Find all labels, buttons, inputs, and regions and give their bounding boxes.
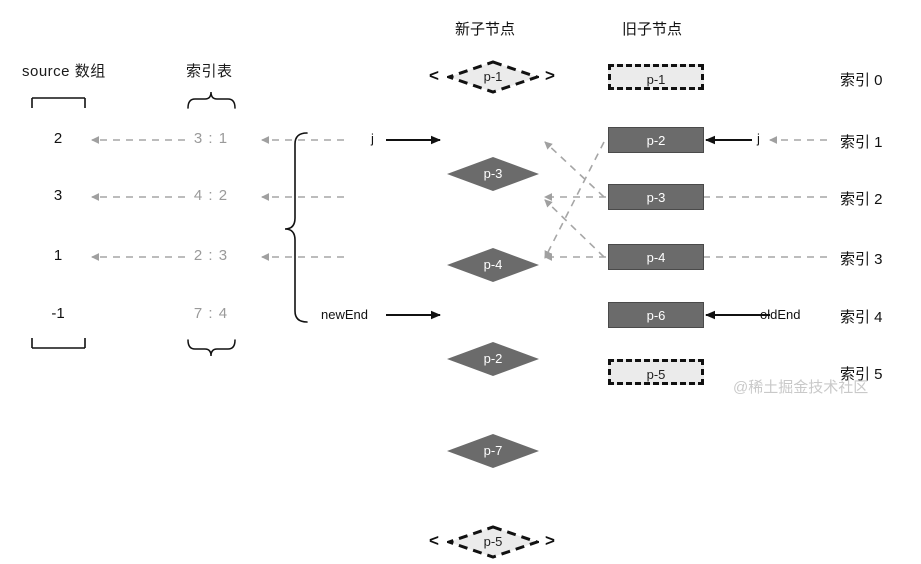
pointer-old-end: oldEnd [760, 307, 801, 322]
new-node-label: p-5 [483, 534, 503, 549]
new-node-label: p-4 [483, 257, 503, 272]
chevron-right-icon: > [545, 66, 555, 85]
pointer-new-end: newEnd [321, 307, 368, 322]
new-node-label: p-3 [483, 166, 503, 181]
diagram-canvas: source 数组 索引表 新子节点 旧子节点 2 3 1 -1 3 : 1 4… [22, 21, 883, 559]
new-node-label: p-7 [483, 443, 503, 458]
chevron-left-icon: < [429, 66, 439, 85]
new-node-label: p-1 [483, 69, 503, 84]
old-node-4[interactable]: p-6 [608, 302, 704, 328]
index-map-3: 7 : 4 [193, 305, 229, 322]
watermark: @稀土掘金技术社区 [733, 379, 869, 396]
index-label-1: 索引 1 [840, 134, 883, 151]
old-node-3[interactable]: p-4 [608, 244, 704, 270]
pointer-j-old: j [757, 131, 760, 146]
new-node-2[interactable]: p-4 [447, 248, 539, 282]
diamond-ghost-shape [444, 60, 542, 94]
new-node-0[interactable]: p-1 < > [429, 60, 555, 94]
source-value-2: 1 [53, 247, 63, 264]
index-label-5: 索引 5 [840, 366, 883, 383]
chevron-right-icon: > [545, 531, 555, 550]
index-label-2: 索引 2 [840, 191, 883, 208]
new-node-5[interactable]: p-5 < > [429, 525, 555, 559]
source-value-3: -1 [51, 305, 65, 322]
index-label-0: 索引 0 [840, 72, 883, 89]
new-node-label: p-2 [483, 351, 503, 366]
new-node-1[interactable]: p-3 [447, 157, 539, 191]
old-node-1[interactable]: p-2 [608, 127, 704, 153]
new-node-4[interactable]: p-7 [447, 434, 539, 468]
index-brace-bottom [187, 339, 236, 357]
pointer-j-new: j [371, 131, 374, 146]
index-map-0: 3 : 1 [193, 130, 229, 147]
header-source-array: source 数组 [22, 63, 106, 80]
source-value-0: 2 [53, 130, 63, 147]
source-value-1: 3 [53, 187, 63, 204]
old-node-0[interactable]: p-1 [608, 64, 704, 90]
chevron-left-icon: < [429, 531, 439, 550]
group-brace [284, 132, 308, 323]
old-node-5[interactable]: p-5 [608, 359, 704, 385]
header-index-table: 索引表 [186, 63, 233, 80]
index-map-1: 4 : 2 [193, 187, 229, 204]
pointer-arrows [386, 135, 770, 320]
node-mapping-links [544, 141, 605, 259]
header-old-children: 旧子节点 [622, 21, 683, 38]
header-new-children: 新子节点 [455, 21, 516, 38]
index-label-3: 索引 3 [840, 251, 883, 268]
source-bracket-bottom [31, 338, 86, 349]
source-bracket-top [31, 97, 86, 108]
new-node-3[interactable]: p-2 [447, 342, 539, 376]
old-node-2[interactable]: p-3 [608, 184, 704, 210]
index-map-2: 2 : 3 [193, 247, 229, 264]
index-brace-top [187, 91, 236, 109]
index-label-4: 索引 4 [840, 309, 883, 326]
